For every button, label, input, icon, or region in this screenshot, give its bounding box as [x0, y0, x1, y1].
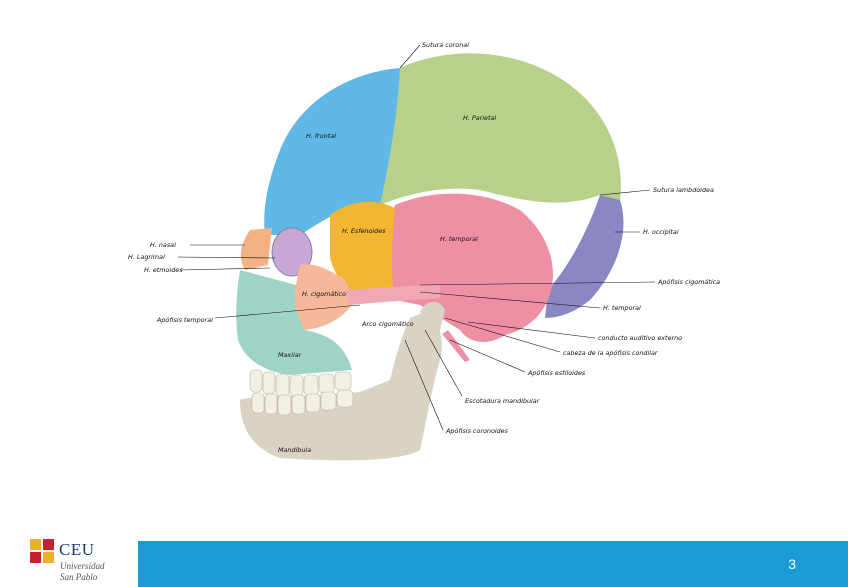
logo-subtitle-line2: San Pablo [60, 572, 97, 582]
label-h-temporal-2: H. temporal [603, 304, 641, 312]
label-h-lagrimal: H. Lagrimal [128, 253, 165, 261]
label-cabeza-apofisis: cabeza de la apófisis condilar [563, 349, 658, 357]
label-mandibula: Mandíbula [278, 446, 311, 454]
label-maxilar: Maxilar [278, 351, 302, 359]
label-conducto-auditivo: conducto auditivo externo [598, 334, 682, 342]
label-apofisis-coronoides: Apófisis coronoides [445, 427, 509, 435]
label-h-occipital: H. occipital [643, 228, 679, 236]
nasal-bone [241, 228, 272, 270]
label-apofisis-estiloides: Apófisis estiloides [527, 369, 586, 377]
label-h-cigomatico: H. cigomático [302, 290, 346, 298]
footer-bar [138, 541, 848, 587]
ceu-logo: CEU Universidad San Pablo [30, 539, 130, 585]
occipital-bone [545, 195, 623, 318]
label-h-nasal: H. nasal [150, 241, 176, 249]
label-h-esfenoides: H. Esfenoides [342, 227, 386, 235]
label-arco-cigomatico: Arco cigomático [361, 320, 414, 328]
label-sutura-coronal: Sutura coronal [422, 41, 469, 49]
label-apofisis-temporal: Apófisis temporal [156, 316, 213, 324]
label-escotadura-mandibular: Escotadura mandibular [465, 397, 540, 405]
label-h-frontal: H. frontal [306, 132, 336, 140]
label-h-temporal: H. temporal [440, 235, 478, 243]
label-h-parietal: H. Parietal [463, 114, 496, 122]
ceu-cross-icon [30, 539, 54, 563]
label-sutura-lambdoidea: Sutura lambdoidea [653, 186, 714, 194]
logo-subtitle-line1: Universidad [60, 561, 105, 571]
page-number: 3 [788, 556, 796, 572]
label-apofisis-cigomatica: Apófisis cigomática [657, 278, 720, 286]
logo-name: CEU [59, 540, 95, 560]
label-h-etmoides: H. etmoides [144, 266, 183, 274]
